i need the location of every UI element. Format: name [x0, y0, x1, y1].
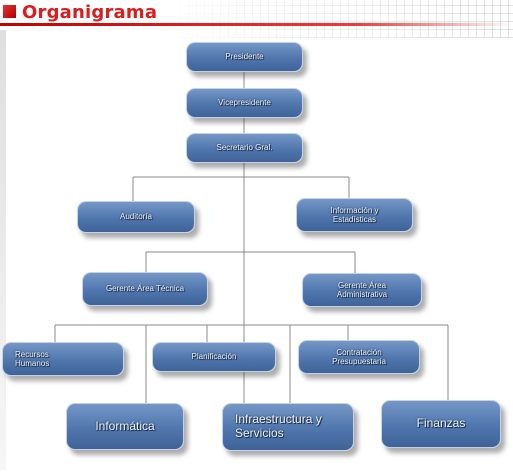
node-informatica: Informática — [66, 403, 184, 450]
page-title: Organigrama — [22, 2, 158, 23]
node-label: Auditoría — [119, 212, 153, 222]
node-informacion-estadisticas: Información y Estadísticas — [296, 198, 413, 232]
node-auditoria: Auditoría — [77, 201, 195, 233]
node-recursos-humanos: Recursos Humanos — [2, 342, 124, 376]
node-gerente-area-administrativa: Gerente Área Administrativa — [302, 273, 422, 307]
node-label: Infraestructura y Servicios — [235, 412, 322, 440]
node-label: Finanzas — [416, 416, 466, 431]
node-label: Gerente Área Administrativa — [336, 280, 388, 299]
node-infraestructura-servicios: Infraestructura y Servicios — [222, 403, 354, 451]
node-label: Planificación — [191, 352, 237, 362]
node-finanzas: Finanzas — [381, 400, 501, 448]
node-label: Información y Estadísticas — [330, 205, 379, 224]
node-secretario-general: Secretario Gral. — [186, 133, 303, 163]
node-label: Informática — [95, 418, 155, 433]
node-label: Presidente — [225, 52, 264, 62]
node-label: Secretario Gral. — [216, 143, 273, 153]
node-gerente-area-tecnica: Gerente Área Técnica — [82, 272, 208, 306]
left-edge-decoration — [0, 30, 6, 470]
header-grid-decoration — [180, 0, 513, 38]
node-label: Recursos Humanos — [15, 349, 50, 368]
node-label: Contratación Presupuestaria — [332, 347, 386, 366]
node-label: Gerente Área Técnica — [105, 284, 185, 294]
header-square-icon — [3, 5, 16, 18]
node-label: Vicepresidente — [218, 98, 271, 108]
node-vicepresidente: Vicepresidente — [186, 88, 303, 118]
node-contratacion-presupuestaria: Contratación Presupuestaria — [298, 340, 420, 374]
node-presidente: Presidente — [186, 42, 303, 72]
header-underline — [0, 23, 513, 26]
node-planificacion: Planificación — [152, 342, 276, 372]
